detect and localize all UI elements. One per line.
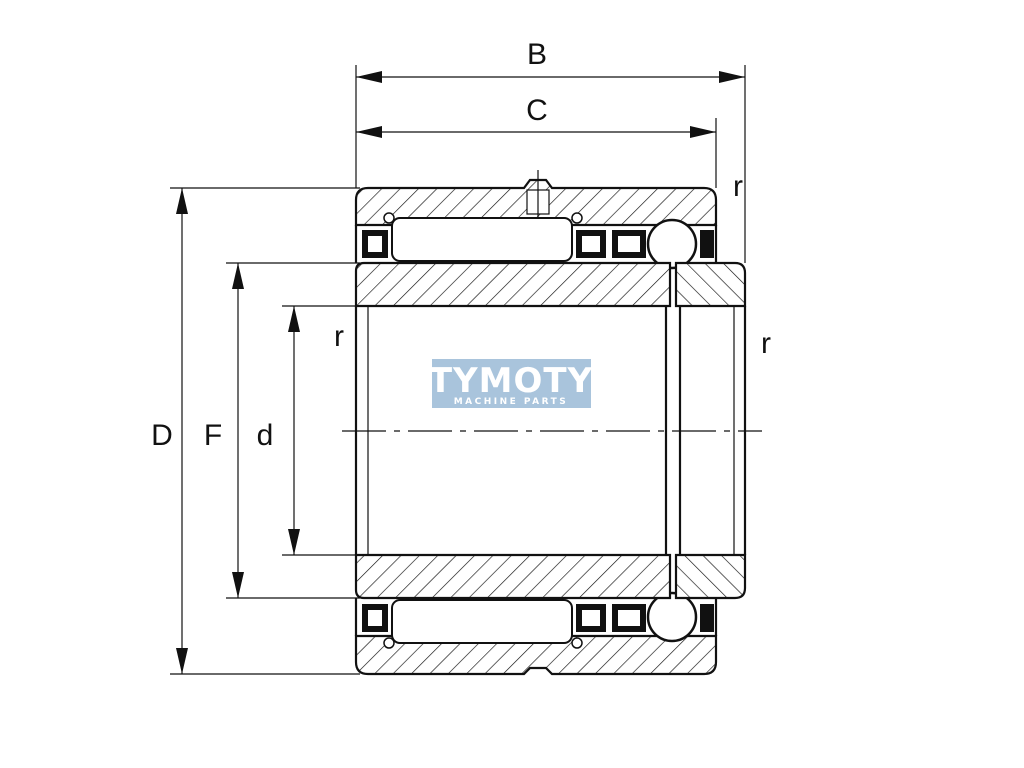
dimension-B-line xyxy=(356,71,745,83)
needle-roller-top xyxy=(362,212,714,270)
label-r-left: r xyxy=(334,320,344,353)
needle-roller-bottom xyxy=(362,591,714,649)
label-C: C xyxy=(526,94,548,127)
dimension-d-line xyxy=(288,306,300,555)
label-d: d xyxy=(257,419,274,452)
outer-ring-top xyxy=(354,170,718,263)
dimension-C-line xyxy=(356,126,716,138)
label-D: D xyxy=(151,419,173,452)
watermark-subtitle: MACHINE PARTS xyxy=(454,397,569,407)
inner-ring-bottom xyxy=(354,553,747,600)
dimension-F-line xyxy=(232,263,244,598)
outer-ring-bottom xyxy=(354,598,718,676)
extension-lines xyxy=(170,65,746,675)
label-r-top-right: r xyxy=(733,170,743,203)
label-F: F xyxy=(204,419,222,452)
label-B: B xyxy=(527,38,547,71)
dimension-D-line xyxy=(176,188,188,674)
inner-ring-top xyxy=(354,261,747,308)
watermark-logo: TYMOTY MACHINE PARTS xyxy=(429,359,593,408)
label-r-right: r xyxy=(761,327,771,360)
watermark-title: TYMOTY xyxy=(429,361,593,401)
